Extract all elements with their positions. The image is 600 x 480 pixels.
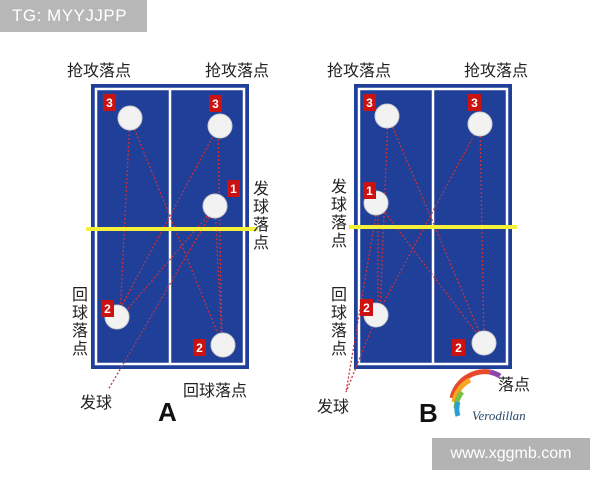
svg-text:球: 球: [331, 195, 347, 214]
ball-a-1: [202, 193, 228, 219]
marker-a-1: 1: [227, 180, 240, 197]
trajectories-a: [107, 117, 223, 391]
ball-a-3-right: [207, 113, 233, 139]
marker-a-2-right: 2: [193, 339, 206, 356]
ball-a-3-left: [117, 105, 143, 131]
marker-a-3-left: 3: [103, 94, 116, 111]
diagram-a-letter: A: [158, 397, 177, 427]
label-a-serve: 发球: [80, 393, 112, 412]
svg-text:1: 1: [366, 184, 373, 198]
marker-b-2-left: 2: [360, 299, 373, 316]
svg-text:点: 点: [253, 233, 269, 252]
label-b-serve: 发球: [317, 397, 349, 416]
site-url: www.xggmb.com: [432, 438, 590, 470]
watermark-tag: TG: MYYJJPP: [0, 0, 147, 32]
svg-text:球: 球: [331, 303, 347, 322]
brand-name: Verodillan: [472, 408, 526, 423]
svg-text:1: 1: [230, 182, 237, 196]
svg-text:点: 点: [331, 231, 347, 250]
svg-text:2: 2: [363, 301, 370, 315]
label-b-serve-landing: 发 球 落 点: [331, 177, 347, 250]
svg-text:落: 落: [331, 321, 347, 340]
ball-b-3-left: [374, 103, 400, 129]
svg-text:2: 2: [455, 341, 462, 355]
svg-text:点: 点: [72, 339, 88, 358]
ball-b-3-right: [467, 111, 493, 137]
marker-a-2-left: 2: [101, 300, 114, 317]
ball-b-2-right: [471, 330, 497, 356]
svg-text:发: 发: [331, 177, 347, 196]
svg-text:回: 回: [331, 285, 347, 304]
label-b-return-landing-bottom: 落点: [498, 375, 530, 394]
label-a-grab-left: 抢攻落点: [67, 61, 131, 80]
svg-text:球: 球: [72, 303, 88, 322]
marker-b-3-left: 3: [363, 94, 376, 111]
svg-text:落: 落: [331, 213, 347, 232]
svg-text:球: 球: [253, 197, 269, 216]
svg-text:回: 回: [72, 285, 88, 304]
marker-a-3-right: 3: [209, 95, 222, 112]
svg-text:2: 2: [104, 302, 111, 316]
svg-text:3: 3: [471, 96, 478, 110]
marker-b-3-right: 3: [468, 94, 481, 111]
diagram-b-letter: B: [419, 398, 438, 428]
marker-b-2-right: 2: [452, 339, 465, 356]
verodillan-logo-icon: [449, 369, 502, 417]
label-a-serve-landing: 发 球 落 点: [253, 179, 269, 252]
marker-b-1: 1: [363, 182, 376, 199]
diagram-a: 3 3 1 2 2 抢攻落点 抢攻落点 发 球 落 点 回 球: [67, 61, 269, 427]
label-b-grab-left: 抢攻落点: [327, 61, 391, 80]
diagram-b: 3 3 1 2 2 抢攻落点 抢攻落点 发 球 落 点 回 球 落: [317, 61, 530, 428]
svg-text:落: 落: [253, 215, 269, 234]
label-a-return-landing-side: 回 球 落 点: [72, 285, 88, 358]
ball-a-2-right: [210, 332, 236, 358]
svg-text:点: 点: [331, 339, 347, 358]
svg-text:2: 2: [196, 341, 203, 355]
svg-text:3: 3: [212, 97, 219, 111]
svg-text:3: 3: [106, 96, 113, 110]
label-b-grab-right: 抢攻落点: [464, 61, 528, 80]
label-b-return-landing-side: 回 球 落 点: [331, 285, 347, 358]
svg-text:3: 3: [366, 96, 373, 110]
label-a-return-landing-bottom: 回球落点: [183, 381, 247, 400]
svg-text:发: 发: [253, 179, 269, 198]
label-a-grab-right: 抢攻落点: [205, 61, 269, 80]
svg-text:落: 落: [72, 321, 88, 340]
